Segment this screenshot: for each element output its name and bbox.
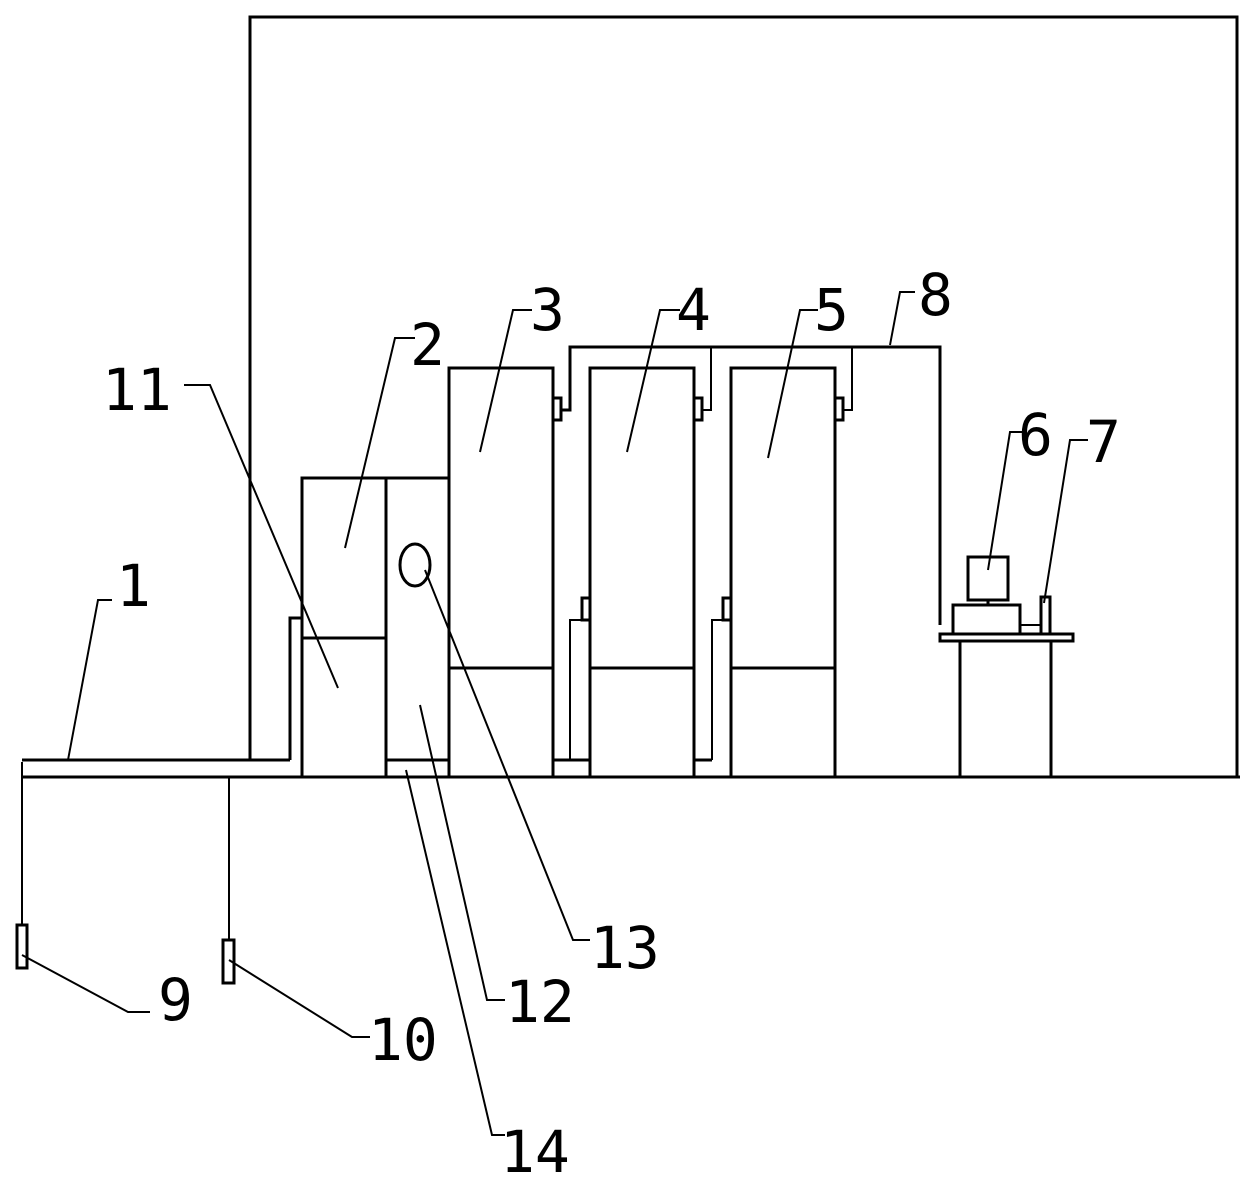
leader-lines [21, 291, 1088, 1136]
label-7: 7 [1086, 408, 1121, 476]
label-5: 5 [814, 276, 849, 344]
reference-labels: 1 2 3 4 5 6 7 8 9 10 11 12 13 14 [102, 261, 1121, 1186]
label-12: 12 [505, 968, 575, 1036]
tank-5 [721, 366, 845, 779]
label-11: 11 [102, 356, 172, 424]
sensor-10 [221, 938, 236, 985]
sensor-9 [15, 923, 29, 970]
label-8: 8 [918, 261, 953, 329]
device-7 [1039, 595, 1052, 636]
label-6: 6 [1018, 401, 1053, 469]
label-14: 14 [500, 1118, 570, 1186]
label-3: 3 [530, 276, 565, 344]
top-pipe-8 [561, 345, 942, 625]
equipment-12 [384, 476, 451, 779]
label-2: 2 [410, 311, 445, 379]
equipment-2 [300, 476, 388, 779]
tank-3 [447, 366, 563, 779]
label-13: 13 [590, 914, 660, 982]
main-pipe [22, 616, 302, 762]
tank-4 [580, 366, 704, 779]
label-4: 4 [676, 276, 711, 344]
room-enclosure [248, 15, 1239, 777]
label-10: 10 [368, 1006, 438, 1074]
label-1: 1 [116, 552, 151, 620]
computer-desk [938, 632, 1075, 777]
viewing-window-13 [398, 542, 432, 588]
computer-6 [951, 555, 1040, 636]
label-9: 9 [158, 966, 193, 1034]
